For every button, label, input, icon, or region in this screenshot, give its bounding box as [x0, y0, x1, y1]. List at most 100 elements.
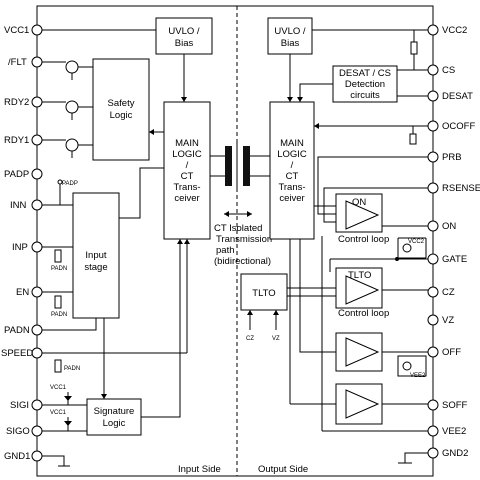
right-pins: VCC2 CS DESAT OCOFF PRB RSENSE ON GATE C… [427, 24, 480, 459]
main-logic-left-l6: ceiver [174, 193, 199, 204]
uvlo-left-line2: Bias [175, 38, 194, 49]
pin-gate-pad[interactable] [427, 253, 439, 265]
pin-en-pad[interactable] [31, 286, 43, 298]
pin-vee2-label: VEE2 [442, 426, 466, 437]
safety-logic-line1: Safety [108, 98, 135, 109]
desat-detect-line2: Detection [345, 79, 385, 90]
pin-vcc2-pad[interactable] [427, 24, 439, 36]
pin-flt-pad[interactable] [31, 56, 43, 68]
package-outline [36, 5, 434, 477]
tlto-block [240, 273, 288, 311]
vcc1-small-label-a: VCC1 [50, 385, 67, 391]
left-pins: VCC1 /FLT RDY2 RDY1 PADP INN INP EN PADN… [1, 24, 43, 462]
pin-prb-label: PRB [442, 152, 462, 163]
signature-logic-line1: Signature [94, 406, 135, 417]
pin-padp-pad[interactable] [31, 168, 43, 180]
off-buffer-symbol [345, 337, 380, 367]
input-stage-line1: Input [85, 250, 106, 261]
transmission-line2: Transmission [216, 234, 272, 245]
padp-resistor-label: PADP [62, 181, 78, 187]
pin-vcc2-label: VCC2 [442, 25, 467, 36]
pin-sigi-pad[interactable] [31, 399, 43, 411]
pin-on-pad[interactable] [427, 220, 439, 232]
main-logic-right-l2: LOGIC [277, 149, 307, 160]
pin-rdy2-pad[interactable] [31, 96, 43, 108]
uvlo-left-block [155, 17, 213, 55]
cz-small-label: CZ [246, 336, 254, 342]
pin-inn-label: INN [10, 200, 27, 211]
vz-small-label: VZ [272, 336, 280, 342]
pin-cs-pad[interactable] [427, 64, 439, 76]
pin-gate-label: GATE [442, 254, 467, 265]
pin-inn-pad[interactable] [31, 199, 43, 211]
input-stage-block [72, 192, 120, 319]
control-loop-on-label: Control loop [338, 234, 389, 245]
pin-padp-label: PADP [4, 169, 29, 180]
main-logic-left-l4: CT [181, 171, 194, 182]
pin-sigo-pad[interactable] [31, 425, 43, 437]
pin-vz-pad[interactable] [427, 314, 439, 326]
soff-buffer-symbol [345, 389, 380, 419]
uvlo-right-block [267, 17, 313, 55]
vcc2-small-label: VCC2 [408, 239, 425, 245]
sigi-diode-icon [64, 392, 72, 405]
signature-logic-block [86, 398, 142, 436]
pin-flt-label: /FLT [8, 57, 27, 68]
pin-speed-pad[interactable] [31, 347, 43, 359]
transmission-line3: path [216, 245, 235, 256]
pin-vcc1-label: VCC1 [4, 25, 29, 36]
pin-gnd1-label: GND1 [4, 451, 30, 462]
desat-detect-line1: DESAT / CS [339, 68, 391, 79]
pin-desat-label: DESAT [442, 91, 473, 102]
pin-sigi-label: SIGI [10, 400, 29, 411]
desat-detect-line3: circuits [350, 90, 380, 101]
uvlo-right-line1: UVLO / [274, 26, 306, 37]
pin-prb-pad[interactable] [427, 151, 439, 163]
uvlo-left-line1: UVLO / [168, 26, 200, 37]
main-logic-right-l5: Trans- [278, 182, 305, 193]
left-wiring [42, 29, 190, 467]
pin-off-pad[interactable] [427, 346, 439, 358]
main-logic-right-l1: MAIN [280, 138, 304, 149]
bidirectional-arrow [224, 211, 252, 217]
pin-sigo-label: SIGO [6, 426, 30, 437]
tlto-amplifier-symbol [345, 275, 380, 305]
tlto-amp-label: TLTO [348, 270, 371, 281]
main-logic-right-l4: CT [286, 171, 299, 182]
pin-inp-pad[interactable] [31, 241, 43, 253]
right-wiring [247, 29, 428, 464]
pin-rdy1-pad[interactable] [31, 134, 43, 146]
pin-padn-pad[interactable] [31, 324, 43, 336]
vee2-small-label: VEE2 [410, 373, 426, 379]
pin-gnd1-pad[interactable] [31, 450, 43, 462]
pin-desat-pad[interactable] [427, 90, 439, 102]
pin-ocoff-pad[interactable] [427, 120, 439, 132]
pin-soff-label: SOFF [442, 400, 468, 411]
desat-detection-block [332, 65, 398, 103]
pin-en-label: EN [16, 287, 29, 298]
pin-soff-pad[interactable] [427, 399, 439, 411]
pin-vcc1-pad[interactable] [31, 24, 43, 36]
pin-cz-label: CZ [442, 287, 455, 298]
safety-logic-line2: Logic [110, 110, 133, 121]
pin-cs-label: CS [442, 65, 455, 76]
pin-rsense-pad[interactable] [427, 182, 439, 194]
main-logic-left-l1: MAIN [175, 138, 199, 149]
control-loop-tlto-label: Control loop [338, 308, 389, 319]
main-logic-left-l2: LOGIC [172, 149, 202, 160]
pin-rsense-label: RSENSE [442, 183, 480, 194]
vcc1-small-label-b: VCC1 [50, 410, 67, 416]
pin-gnd2-pad[interactable] [427, 447, 439, 459]
main-logic-left-l5: Trans- [173, 182, 200, 193]
tlto-block-label: TLTO [252, 288, 275, 299]
pin-cz-pad[interactable] [427, 286, 439, 298]
on-amplifier-symbol [345, 200, 380, 230]
transmission-line1: CT Isolated [214, 223, 262, 234]
main-logic-right-l3: / [291, 160, 294, 171]
pin-vee2-pad[interactable] [427, 425, 439, 437]
sigo-diode-icon [64, 417, 72, 431]
main-logic-right-l6: ceiver [279, 193, 304, 204]
padn-resistor-label-3: PADN [64, 366, 80, 372]
main-logic-left-block [163, 101, 211, 240]
